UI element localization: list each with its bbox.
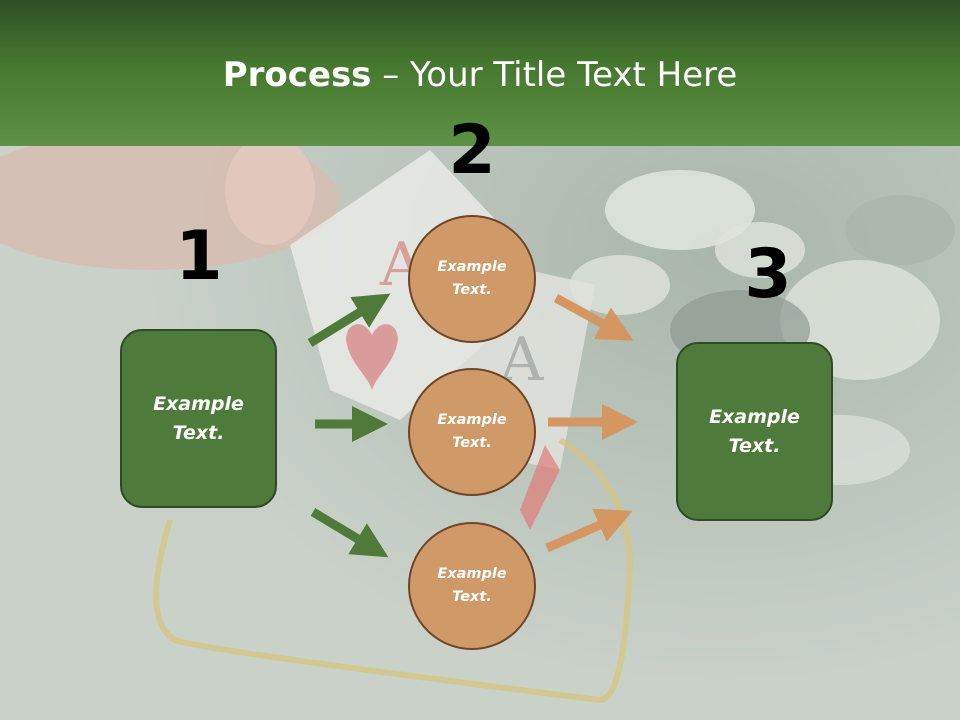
- circle-bottom-text: Example Text.: [437, 566, 507, 605]
- arrow-top-to-right: [553, 294, 634, 341]
- arrow-left-to-top: [307, 293, 391, 347]
- left-step-box: Example Text.: [120, 329, 277, 508]
- circle-bottom: Example Text.: [408, 522, 536, 650]
- circle-top: Example Text.: [408, 215, 536, 343]
- title-bar: [0, 0, 960, 146]
- step-number-3: 3: [744, 235, 792, 314]
- circle-middle-text: Example Text.: [437, 412, 507, 451]
- step-number-2: 2: [448, 111, 496, 190]
- circle-middle: Example Text.: [408, 368, 536, 496]
- circle-top-text: Example Text.: [437, 259, 507, 298]
- slide-title: Process – Your Title Text Here: [0, 54, 960, 96]
- right-step-text: Example Text.: [709, 405, 800, 457]
- left-step-text: Example Text.: [153, 392, 244, 444]
- title-rest: – Your Title Text Here: [371, 55, 738, 95]
- arrow-left-to-bottom: [310, 508, 389, 558]
- title-bold: Process: [222, 55, 372, 95]
- arrow-bottom-to-right: [545, 508, 633, 553]
- right-step-box: Example Text.: [676, 342, 833, 521]
- step-number-1: 1: [175, 217, 223, 296]
